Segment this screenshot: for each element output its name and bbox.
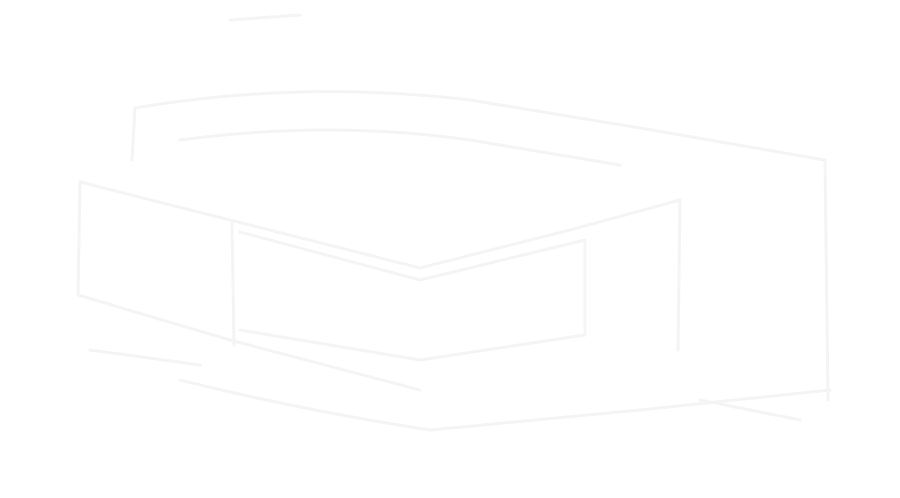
sketch-edge-lid-inner bbox=[178, 128, 622, 167]
sketch-edge-left-bottom bbox=[76, 293, 422, 392]
sketch-edge-top-back bbox=[133, 90, 827, 162]
sketch-edge-inner-center bbox=[238, 230, 587, 362]
sketch-edge-top-small bbox=[228, 13, 302, 22]
sketch-edge-lower-left bbox=[88, 348, 202, 367]
sketch-edge-right-lower bbox=[698, 398, 802, 422]
sketch-edge-front-left-top bbox=[78, 180, 682, 270]
sketch-edge-left-outer bbox=[76, 180, 82, 297]
sketch-edge-inner-left bbox=[230, 220, 236, 347]
sketch-edge-left-back bbox=[130, 106, 137, 162]
sketch-edge-inner-right bbox=[676, 198, 682, 352]
sketch-edge-bottom-front bbox=[178, 378, 832, 432]
sketch-edge-right-outer bbox=[823, 158, 830, 402]
